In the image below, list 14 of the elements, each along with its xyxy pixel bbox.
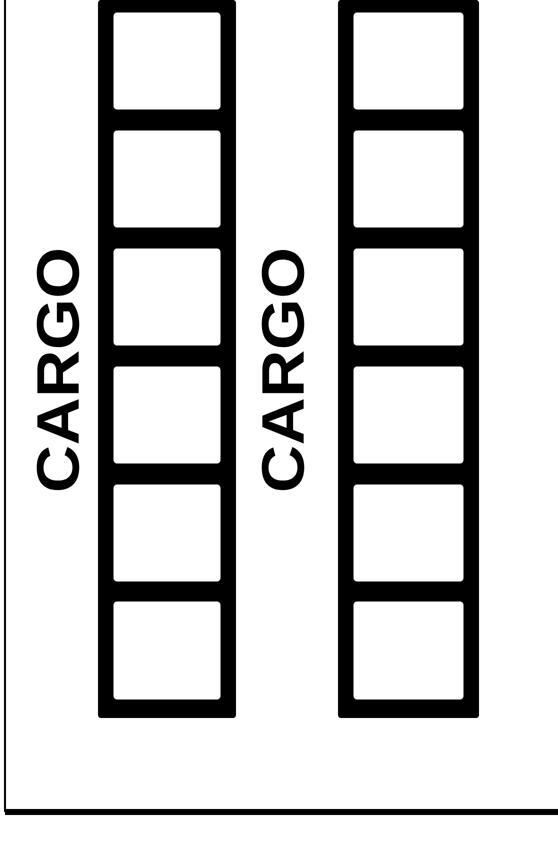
cargo-compartment [112,366,222,464]
cargo-compartment [112,484,222,582]
cargo-compartment [352,600,464,700]
cargo-compartment [352,248,464,346]
cargo-compartment [352,484,464,582]
cargo-compartment [112,600,222,700]
rotated-label: CARGO [36,250,80,490]
cargo-compartment [352,12,464,110]
cargo-compartment [352,130,464,228]
cargo-compartment [352,366,464,464]
cargo-compartment [112,12,222,110]
cargo-compartment [112,130,222,228]
cargo-compartment [112,248,222,346]
rotated-label: CARGO [262,250,304,490]
